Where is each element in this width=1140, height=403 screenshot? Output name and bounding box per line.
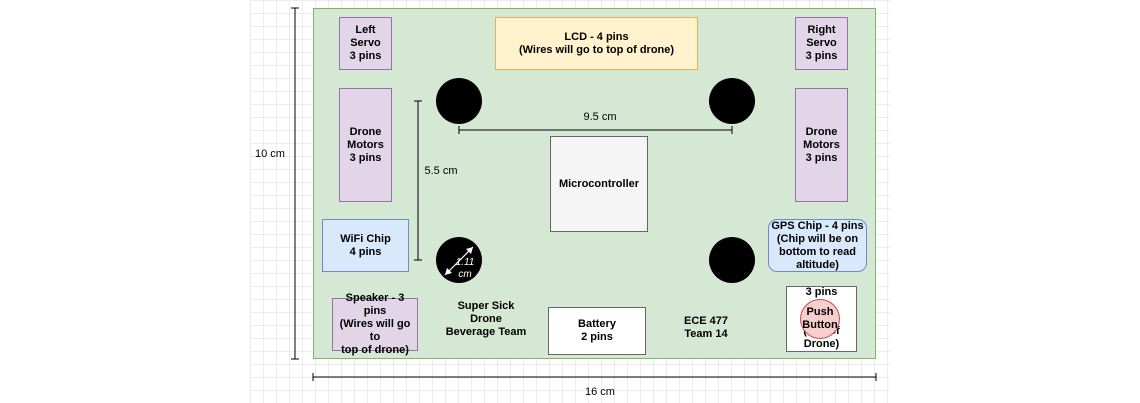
gps-chip-box[interactable]: GPS Chip - 4 pins (Chip will be on botto…	[768, 219, 867, 272]
height-dimension-label: 10 cm	[255, 148, 285, 160]
course-label: ECE 477 Team 14	[683, 315, 729, 340]
width-dimension-label: 16 cm	[585, 386, 615, 398]
wifi-chip-box[interactable]: WiFi Chip 4 pins	[322, 219, 409, 272]
hole-diameter-label: 1.11 cm	[455, 257, 475, 280]
left-servo-box[interactable]: Left Servo 3 pins	[339, 17, 392, 70]
lcd-box[interactable]: LCD - 4 pins (Wires will go to top of dr…	[495, 17, 698, 70]
mount-hole-top-right	[709, 78, 755, 124]
right-servo-box[interactable]: Right Servo 3 pins	[795, 17, 848, 70]
team-name-label: Super Sick Drone Beverage Team	[445, 300, 527, 338]
left-motors-box[interactable]: Drone Motors 3 pins	[339, 88, 392, 202]
microcontroller-box[interactable]: Microcontroller	[550, 136, 648, 232]
hole-diameter-arrow	[444, 246, 474, 276]
push-button[interactable]: Push Button	[800, 299, 840, 339]
canvas-margin-left	[0, 0, 250, 403]
right-motors-box[interactable]: Drone Motors 3 pins	[795, 88, 848, 202]
mount-hole-top-left	[436, 78, 482, 124]
hole-spacing-y-label: 5.5 cm	[424, 165, 458, 177]
canvas-margin-right	[890, 0, 1140, 403]
battery-box[interactable]: Battery 2 pins	[548, 307, 646, 355]
mount-hole-bottom-right	[709, 237, 755, 283]
hole-spacing-x-label: 9.5 cm	[583, 111, 617, 123]
mount-hole-bottom-left	[436, 237, 482, 283]
